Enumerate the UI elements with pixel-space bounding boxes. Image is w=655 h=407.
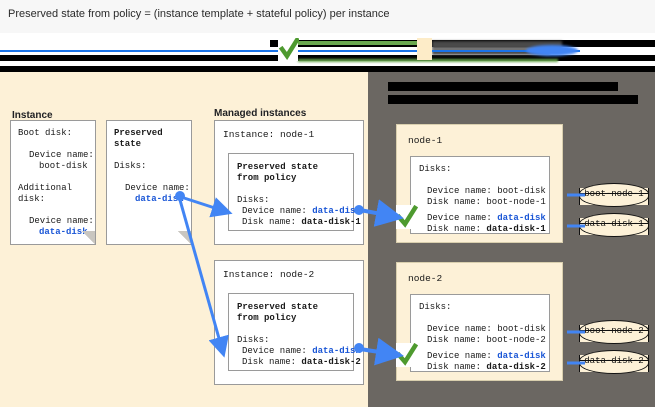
disk-name-value: data-disk-1 bbox=[301, 217, 361, 227]
disk-name-row: Disk name: data-disk-2 bbox=[242, 357, 361, 368]
data-device-name-row: Device name: data-disk bbox=[427, 213, 546, 224]
smear-gray bbox=[432, 49, 550, 55]
status-check-node-2 bbox=[396, 343, 418, 367]
disk-label: boot-node-1 bbox=[584, 189, 644, 199]
disk-label: boot-node-2 bbox=[584, 326, 644, 336]
smear-blue-blob bbox=[526, 45, 578, 56]
node-name: node-2 bbox=[408, 273, 443, 284]
data-disk-value: data-disk bbox=[135, 194, 184, 204]
preserved-state-box: Preserved state from policy Disks: Devic… bbox=[228, 293, 361, 371]
disk-name-label: Disk name: bbox=[242, 357, 302, 367]
device-name-label: Device name: bbox=[427, 213, 498, 223]
disks-label: Disks: bbox=[237, 335, 270, 345]
disk-label: data-disk-2 bbox=[584, 356, 644, 366]
status-check-node-1 bbox=[396, 205, 418, 229]
smear-green bbox=[298, 41, 422, 45]
boot-disk-name-line: Disk name: boot-node-1 bbox=[427, 197, 546, 207]
disk-name-value: data-disk-1 bbox=[486, 224, 546, 234]
disk-name-label: Disk name: bbox=[427, 362, 487, 372]
preserved-state-title-1: Preserved bbox=[114, 128, 163, 138]
additional-disk-label: Additional bbox=[18, 183, 73, 193]
device-name-row: Device name: data-disk bbox=[242, 206, 361, 217]
instance-template-card: Boot disk: Device name: boot-disk Additi… bbox=[10, 120, 96, 245]
additional-data-disk-value: data-disk bbox=[39, 227, 88, 237]
disk-label: data-disk-1 bbox=[584, 219, 644, 229]
instance-label: Instance: node-1 bbox=[223, 129, 315, 140]
card-fold-corner bbox=[82, 231, 96, 245]
disk-name-row: Disk name: data-disk-1 bbox=[242, 217, 361, 228]
caption-bar: Preserved state from policy = (instance … bbox=[0, 0, 655, 33]
preserved-state-title-2: state bbox=[114, 139, 142, 149]
boot-disk-name-line: Disk name: boot-node-2 bbox=[427, 335, 546, 345]
instance-label: Instance: node-2 bbox=[223, 269, 315, 280]
node-disks-box: Disks: Device name: boot-disk Disk name:… bbox=[410, 294, 550, 372]
redaction-bar bbox=[0, 66, 655, 72]
page-title: Preserved state from policy = (instance … bbox=[8, 8, 390, 20]
managed-instance-node-2: Instance: node-2 Preserved state from po… bbox=[214, 260, 364, 385]
preserved-state-title-2: from policy bbox=[237, 313, 297, 323]
device-name-row: Device name: data-disk bbox=[242, 346, 361, 357]
device-name-value: data-disk bbox=[497, 351, 546, 361]
disk-name-value: data-disk-2 bbox=[486, 362, 546, 372]
stateful-policy-card: Preserved state Disks: Device name: data… bbox=[106, 120, 192, 245]
disks-label: Disks: bbox=[237, 195, 270, 205]
boot-device-name-line: Device name: boot-disk bbox=[427, 186, 546, 196]
smear-gray bbox=[432, 41, 562, 49]
disk-volume-boot-node-1: boot-node-1 bbox=[579, 183, 649, 208]
additional-disk-label-2: disk: bbox=[18, 194, 46, 204]
disk-volume-data-disk-2: data-disk-2 bbox=[579, 350, 649, 375]
data-device-name-row: Device name: data-disk bbox=[427, 351, 546, 362]
legend-cream-swatch bbox=[417, 38, 432, 60]
boot-device-name-line: Device name: boot-disk bbox=[427, 324, 546, 334]
node-name: node-1 bbox=[408, 135, 443, 146]
device-name-value: data-disk bbox=[312, 346, 361, 356]
disk-name-label: Disk name: bbox=[427, 224, 487, 234]
device-name-label: Device name: bbox=[125, 183, 190, 193]
managed-instance-node-1: Instance: node-1 Preserved state from po… bbox=[214, 120, 364, 245]
preserved-state-box: Preserved state from policy Disks: Devic… bbox=[228, 153, 361, 231]
node-card-node-2: node-2 Disks: Device name: boot-disk Dis… bbox=[396, 262, 563, 381]
device-name-value: data-disk bbox=[497, 213, 546, 223]
additional-device-name-label: Device name: bbox=[29, 216, 94, 226]
node-card-node-1: node-1 Disks: Device name: boot-disk Dis… bbox=[396, 124, 563, 243]
boot-disk-label: Boot disk: bbox=[18, 128, 73, 138]
device-name-label: Device name: bbox=[242, 346, 313, 356]
boot-disk-value: boot-disk bbox=[39, 161, 88, 171]
redacted-legend-strip bbox=[0, 33, 655, 72]
boot-device-name-label: Device name: bbox=[29, 150, 94, 160]
redaction-bar bbox=[0, 55, 655, 61]
disk-name-value: data-disk-2 bbox=[301, 357, 361, 367]
disk-name-label: Disk name: bbox=[242, 217, 302, 227]
disk-volume-boot-node-2: boot-node-2 bbox=[579, 320, 649, 345]
disks-label: Disks: bbox=[114, 161, 147, 171]
redacted-heading-line1 bbox=[388, 82, 618, 91]
data-disk-name-row: Disk name: data-disk-2 bbox=[427, 362, 546, 373]
disks-label: Disks: bbox=[419, 164, 452, 174]
node-disks-box: Disks: Device name: boot-disk Disk name:… bbox=[410, 156, 550, 234]
data-disk-name-row: Disk name: data-disk-1 bbox=[427, 224, 546, 235]
device-name-label: Device name: bbox=[242, 206, 313, 216]
green-check-icon bbox=[278, 36, 301, 65]
disks-label: Disks: bbox=[419, 302, 452, 312]
preserved-state-title-2: from policy bbox=[237, 173, 297, 183]
redacted-heading-line2 bbox=[388, 95, 638, 104]
disk-volume-data-disk-1: data-disk-1 bbox=[579, 213, 649, 238]
smear-green bbox=[298, 59, 558, 62]
preserved-state-title-1: Preserved state bbox=[237, 162, 319, 172]
card-fold-corner bbox=[178, 231, 192, 245]
device-name-label: Device name: bbox=[427, 351, 498, 361]
preserved-state-title-1: Preserved state bbox=[237, 302, 319, 312]
device-name-value: data-disk bbox=[312, 206, 361, 216]
